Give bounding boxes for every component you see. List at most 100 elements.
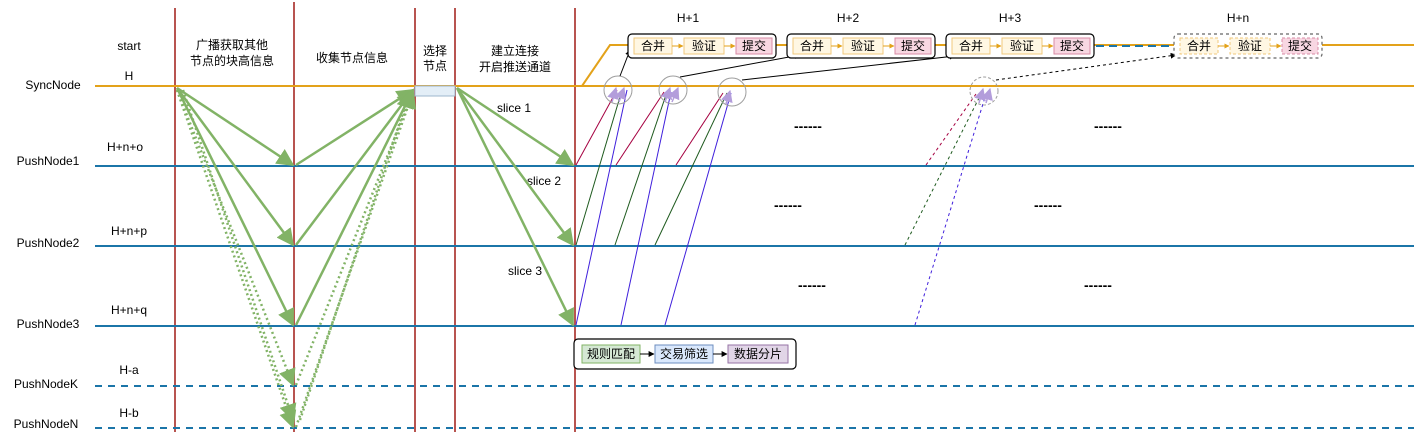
pushnode2-label: PushNode2	[17, 236, 80, 250]
submit-label: 提交	[1288, 38, 1312, 53]
block-3: H+3合并验证提交	[945, 11, 1095, 59]
broadcast-arrow-k1	[175, 89, 296, 387]
phase-labels: 广播获取其他 节点的块高信息 收集节点信息 选择 节点 建立连接 开启推送通道	[190, 38, 551, 74]
node-lines	[95, 44, 1414, 429]
connect-arrow-2	[455, 87, 575, 247]
receive-arrows	[607, 86, 993, 105]
push-lines-dashed	[904, 93, 987, 326]
push-line-c3-p2	[654, 92, 728, 246]
push-line-c3-p1	[675, 92, 724, 166]
collect-arrow-2	[295, 88, 415, 246]
height-pk-label: H-a	[119, 363, 139, 377]
connect-label-1: 建立连接	[491, 43, 539, 58]
ellipsis-4: ------	[1034, 197, 1062, 213]
receive-circles	[603, 75, 999, 107]
push-lines	[575, 89, 732, 326]
collect-arrow-3	[294, 88, 415, 326]
height-pn-label: H-b	[119, 406, 139, 420]
submit-box	[894, 37, 932, 55]
height-labels: start H H+n+o H+n+p H+n+q H-a H-b	[107, 39, 147, 420]
slice-1-label: slice 1	[497, 101, 531, 115]
broadcast-arrow-2	[175, 87, 295, 247]
block-label: H+1	[677, 11, 700, 25]
ellipsis-markers: ------ ------ ------ ------ ------ -----…	[774, 118, 1122, 293]
receive-circle-1	[603, 75, 633, 105]
bottom-pipeline: 规则匹配 交易筛选 数据分片	[573, 338, 797, 370]
merge-label: 合并	[641, 38, 665, 53]
push-line-cn-p3	[914, 93, 987, 326]
height-p3-label: H+n+q	[111, 303, 147, 317]
circle-arrow-2	[679, 53, 801, 78]
push-line-c2-p2	[614, 91, 668, 246]
block-pipelines: H+1合并验证提交H+2合并验证提交H+3合并验证提交H+n合并验证提交	[627, 11, 1323, 59]
block-label: H+n	[1227, 11, 1249, 25]
merge-label: 合并	[959, 38, 983, 53]
push-line-cn-p2	[904, 93, 982, 246]
circle-arrow-3	[741, 53, 956, 81]
submit-label: 提交	[901, 38, 925, 53]
collect-arrow-k1	[294, 90, 416, 386]
push-line-c1-p3	[575, 89, 628, 326]
broadcast-arrow-1	[176, 86, 295, 167]
node-labels: SyncNode PushNode1 PushNode2 PushNode3 P…	[14, 78, 81, 431]
submit-box	[1281, 37, 1319, 55]
pushnode1-label: PushNode1	[17, 154, 80, 168]
block-label: H+2	[837, 11, 860, 25]
slice-3-label: slice 3	[508, 264, 542, 278]
merge-label: 合并	[800, 38, 824, 53]
start-label: start	[117, 39, 141, 53]
height-p2-label: H+n+p	[111, 224, 147, 238]
merge-label: 合并	[1187, 38, 1211, 53]
green-dotted-arrows	[175, 89, 417, 429]
green-arrows	[175, 86, 575, 327]
receive-arrow-1b	[614, 86, 627, 103]
shard-label: 数据分片	[734, 346, 782, 361]
shard-box	[727, 344, 789, 364]
block-1: H+1合并验证提交	[627, 11, 777, 59]
block-2: H+2合并验证提交	[786, 11, 936, 59]
receive-arrow-2b	[668, 86, 680, 103]
push-line-c3-p3	[664, 92, 732, 326]
select-node-box	[414, 85, 456, 97]
push-line-c1-p2	[575, 89, 623, 246]
receive-arrow-nb	[981, 87, 993, 104]
receive-arrow-3	[721, 89, 733, 105]
ellipsis-6: ------	[1084, 277, 1112, 293]
block-4: H+n 合并 验证 提交	[1173, 11, 1323, 59]
select-label-2: 节点	[423, 59, 447, 73]
receive-circle-2	[658, 75, 688, 105]
collect-arrow-k2	[294, 90, 417, 428]
collect-label: 收集节点信息	[316, 50, 388, 65]
push-line-cn-p1	[925, 93, 977, 166]
receive-arrow-na	[974, 87, 986, 104]
verify-label: 验证	[1238, 38, 1262, 53]
ellipsis-3: ------	[774, 197, 802, 213]
push-line-c2-p1	[615, 91, 665, 166]
ellipsis-1: ------	[794, 118, 822, 134]
receive-circle-n	[969, 76, 999, 106]
filter-label: 交易筛选	[660, 346, 708, 361]
submit-box	[735, 37, 773, 55]
ellipsis-2: ------	[1094, 118, 1122, 134]
connect-label-2: 开启推送通道	[479, 59, 551, 74]
pushnode3-label: PushNode3	[17, 317, 80, 331]
broadcast-arrow-3	[175, 87, 295, 327]
block-label: H+3	[999, 11, 1022, 25]
slice-labels: slice 1 slice 2 slice 3	[497, 101, 561, 278]
select-label-1: 选择	[423, 44, 447, 58]
push-line-c2-p3	[620, 91, 672, 326]
broadcast-label-1: 广播获取其他	[196, 38, 268, 52]
receive-circle-3	[717, 77, 747, 107]
slice-2-label: slice 2	[527, 174, 561, 188]
broadcast-arrow-k3	[181, 89, 297, 422]
pushnoden-label: PushNodeN	[14, 417, 79, 431]
submit-label: 提交	[742, 38, 766, 53]
phase-dividers	[174, 2, 576, 432]
submit-label: 提交	[1060, 38, 1084, 53]
height-h-label: H	[125, 69, 134, 83]
syncnode-label: SyncNode	[25, 78, 81, 92]
connect-arrow-3	[455, 87, 575, 327]
pushnodek-label: PushNodeK	[14, 377, 78, 391]
